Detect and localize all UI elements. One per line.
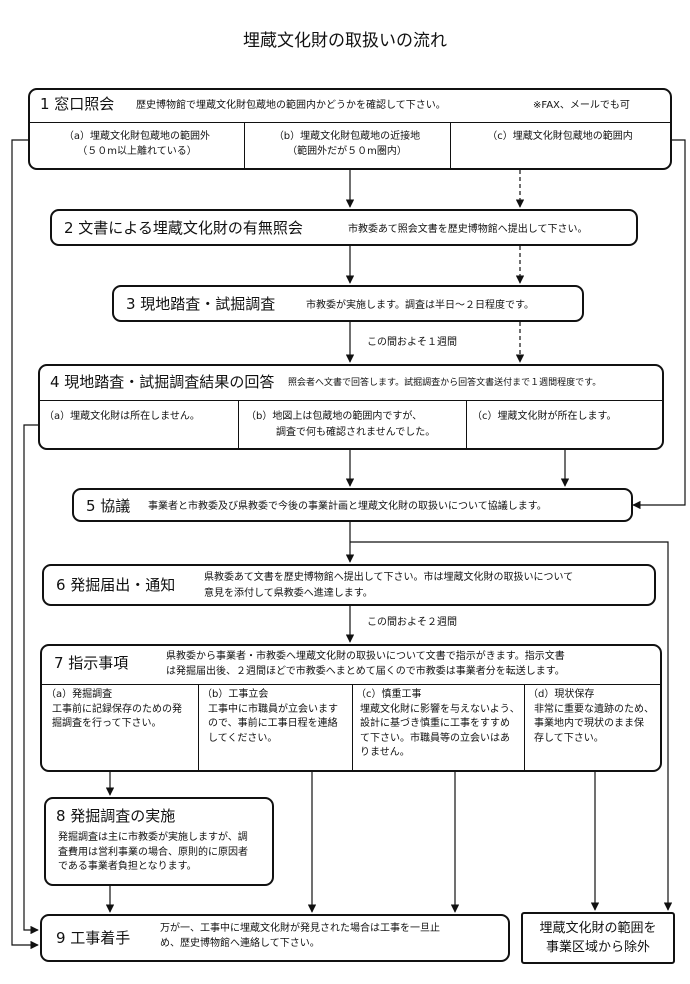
step1-option-b: （b）埋蔵文化財包蔵地の近接地 — [273, 131, 421, 142]
arrow-1a-to-9 — [11, 139, 39, 950]
step2-heading: 2 文書による埋蔵文化財の有無照会 — [64, 219, 303, 237]
step1-option-c: （c）埋蔵文化財包蔵地の範囲内 — [487, 131, 633, 142]
step7-option-a-title: （a）発掘調査 — [46, 689, 113, 700]
step1-col-divider-1 — [244, 122, 245, 168]
step7-option-c-title: （c）慎重工事 — [356, 689, 422, 700]
step1-divider — [30, 122, 670, 123]
step7-option-a-line2: 掘調査を行って下さい。 — [52, 718, 162, 729]
step9-line1: 万が一、工事中に埋蔵文化財が発見された場合は工事を一旦止 — [160, 923, 440, 934]
step4-desc: 照会者へ文書で回答します。試掘調査から回答文書送付まで１週間程度です。 — [288, 378, 602, 388]
step4-heading: 4 現地踏査・試掘調査結果の回答 — [50, 373, 275, 391]
step7-option-c-line3: て下さい。市職員等の立会いはあ — [360, 732, 510, 744]
interval-2: この間およそ２週間 — [367, 617, 457, 628]
step7-divider — [42, 684, 660, 685]
step8-line1: 発掘調査は主に市教委が実施しますが、調 — [58, 832, 248, 843]
step7-option-b-line1: 工事中に市職員が立会います — [208, 703, 338, 715]
step1-option-b-sub: （範囲外だが５０m圏内） — [287, 146, 407, 157]
step5-box: 5 協議 事業者と市教委及び県教委で今後の事業計画と埋蔵文化財の取扱いについて協… — [72, 488, 633, 522]
step8-box: 8 発掘調査の実施 発掘調査は主に市教委が実施しますが、調 査費用は営利事業の場… — [44, 797, 274, 886]
step5-desc: 事業者と市教委及び県教委で今後の事業計画と埋蔵文化財の取扱いについて協議します。 — [148, 501, 547, 512]
step7-box: 7 指示事項 県教委から事業者・市教委へ埋蔵文化財の取扱いについて文書で指示がき… — [40, 644, 662, 772]
step1-col-divider-2 — [450, 122, 451, 168]
step6-desc-line2: 意見を添付して県教委へ進達します。 — [204, 588, 373, 599]
step1-option-a: （a）埋蔵文化財包蔵地の範囲外 — [63, 131, 211, 142]
step4-col-divider-1 — [238, 400, 239, 448]
step2-desc: 市教委あて照会文書を歴史博物館へ提出して下さい。 — [348, 224, 588, 235]
step7-col-divider-2 — [352, 684, 353, 770]
step7-option-d: （d）現状保存 非常に重要な遺跡のため、 事業地内で現状のまま保 存して下さい。 — [528, 688, 654, 746]
exclude-box: 埋蔵文化財の範囲を 事業区域から除外 — [521, 912, 675, 964]
interval-1: この間およそ１週間 — [367, 337, 457, 348]
step6-heading: 6 発掘届出・通知 — [56, 576, 176, 594]
step7-option-a-line1: 工事前に記録保存のための発 — [52, 703, 182, 715]
step7-heading: 7 指示事項 — [54, 654, 129, 672]
step9-body: 万が一、工事中に埋蔵文化財が発見された場合は工事を一旦止 め、歴史博物館へ連絡し… — [160, 922, 440, 951]
step7-option-b-line2: ので、事前に工事日程を連絡 — [208, 718, 338, 729]
step4-divider — [40, 400, 662, 401]
step7-col-divider-1 — [198, 684, 199, 770]
step7-option-c-line2: 設計に基づき慎重に工事をすすめ — [360, 718, 510, 729]
step1-heading: 1 窓口照会 — [40, 95, 115, 113]
step1-note: ※FAX、メールでも可 — [533, 100, 630, 111]
exclude-line2: 事業区域から除外 — [545, 940, 650, 955]
step8-body: 発掘調査は主に市教委が実施しますが、調 査費用は営利事業の場合、原則的に原因者 … — [58, 831, 248, 875]
step1-option-a-sub: （５０m以上離れている） — [77, 146, 197, 157]
step2-box: 2 文書による埋蔵文化財の有無照会 市教委あて照会文書を歴史博物館へ提出して下さ… — [50, 209, 638, 246]
page-title: 埋蔵文化財の取扱いの流れ — [243, 31, 447, 51]
step7-desc-line2: は発掘届出後、２週間ほどで市教委へまとめて届くので市教委は事業者分を転送します。 — [166, 666, 565, 677]
step9-heading: 9 工事着手 — [56, 929, 131, 947]
step5-heading: 5 協議 — [86, 497, 131, 515]
step4-option-c: （c）埋蔵文化財が所在します。 — [472, 411, 617, 422]
step7-option-c-line4: りません。 — [360, 747, 410, 758]
step7-option-b-title: （b）工事立会 — [202, 689, 269, 700]
exclude-line1: 埋蔵文化財の範囲を — [539, 921, 657, 936]
step8-line3: である事業者負担となります。 — [58, 861, 197, 872]
step7-option-c: （c）慎重工事 埋蔵文化財に影響を与えないよう、 設計に基づき慎重に工事をすすめ… — [356, 688, 520, 761]
step7-option-d-line1: 非常に重要な遺跡のため、 — [534, 703, 654, 715]
step4-option-a: （a）埋蔵文化財は所在しません。 — [44, 411, 200, 422]
step4-option-b: （b）地図上は包蔵地の範囲内ですが、 — [246, 411, 423, 422]
step3-box: 3 現地踏査・試掘調査 市教委が実施します。調査は半日～２日程度です。 — [112, 285, 584, 322]
step3-heading: 3 現地踏査・試掘調査 — [126, 295, 276, 313]
step6-box: 6 発掘届出・通知 県教委あて文書を歴史博物館へ提出して下さい。市は埋蔵文化財の… — [42, 564, 656, 606]
arrow-1-right-to-5 — [632, 139, 686, 510]
step1-desc: 歴史博物館で埋蔵文化財包蔵地の範囲内かどうかを確認して下さい。 — [136, 100, 446, 111]
step4-box: 4 現地踏査・試掘調査結果の回答 照会者へ文書で回答します。試掘調査から回答文書… — [38, 364, 664, 450]
step9-line2: め、歴史博物館へ連絡して下さい。 — [160, 937, 320, 949]
step1-box: 1 窓口照会 歴史博物館で埋蔵文化財包蔵地の範囲内かどうかを確認して下さい。 ※… — [28, 88, 672, 170]
step7-option-d-line2: 事業地内で現状のまま保 — [534, 718, 644, 729]
step9-box: 9 工事着手 万が一、工事中に埋蔵文化財が発見された場合は工事を一旦止 め、歴史… — [40, 914, 510, 962]
step7-option-b-line3: してください。 — [208, 732, 278, 744]
step7-option-d-line3: 存して下さい。 — [534, 732, 604, 744]
step4-option-b-sub: 調査で何も確認されませんでした。 — [276, 427, 436, 438]
step6-desc-line1: 県教委あて文書を歴史博物館へ提出して下さい。市は埋蔵文化財の取扱いについて — [204, 572, 574, 583]
arrow-5-to-exclude — [350, 541, 673, 911]
step8-line2: 査費用は営利事業の場合、原則的に原因者 — [58, 846, 248, 858]
step7-col-divider-3 — [524, 684, 525, 770]
step7-option-c-line1: 埋蔵文化財に影響を与えないよう、 — [360, 703, 520, 715]
step7-option-b: （b）工事立会 工事中に市職員が立会います ので、事前に工事日程を連絡 してくだ… — [202, 688, 338, 746]
step7-option-a: （a）発掘調査 工事前に記録保存のための発 掘調査を行って下さい。 — [46, 688, 182, 732]
arrow-4a-to-9 — [23, 424, 39, 935]
step4-col-divider-2 — [466, 400, 467, 448]
step8-heading: 8 発掘調査の実施 — [56, 807, 176, 825]
step7-desc-line1: 県教委から事業者・市教委へ埋蔵文化財の取扱いについて文書で指示がきます。指示文書 — [166, 651, 565, 662]
step7-option-d-title: （d）現状保存 — [528, 689, 595, 700]
step3-desc: 市教委が実施します。調査は半日～２日程度です。 — [306, 300, 534, 311]
